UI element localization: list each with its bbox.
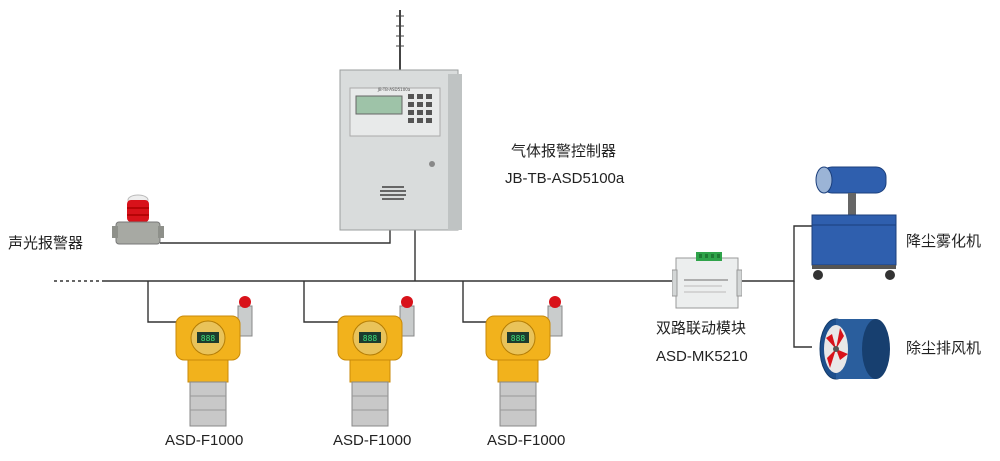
detector-1-link: [147, 281, 182, 323]
alarm-name-label: 声光报警器: [8, 235, 84, 252]
gas-alarm-controller: JB-TB-ASD5100a: [339, 10, 462, 231]
detector-1-model-label: ASD-F1000: [165, 432, 244, 449]
module-model-label: ASD-MK5210: [656, 348, 748, 365]
fan-blade-icon: [826, 328, 848, 368]
gas-detector: 888: [175, 296, 253, 427]
controller-name-label: 气体报警控制器: [511, 143, 617, 160]
module-name-label: 双路联动模块: [656, 320, 747, 337]
svg-text:888: 888: [511, 334, 526, 343]
detector-3-model-label: ASD-F1000: [487, 432, 566, 449]
audible-visual-alarm: [112, 194, 164, 245]
gas-detector: 888: [485, 296, 563, 427]
dust-exhaust-fan: [819, 318, 890, 380]
exhaust-fan-link: [793, 281, 812, 348]
fog-machine-name-label: 降尘雾化机: [906, 233, 982, 250]
exhaust-fan-name-label: 除尘排风机: [906, 340, 982, 357]
detector-2-model-label: ASD-F1000: [333, 432, 412, 449]
speaker-grill-icon: [380, 186, 406, 200]
dust-fog-machine: [811, 166, 897, 280]
fog-machine-link: [738, 225, 812, 282]
detector-2-link: [303, 281, 344, 323]
alarm-link-line: [160, 228, 391, 244]
controller-model-label: JB-TB-ASD5100a: [505, 170, 625, 187]
svg-text:888: 888: [201, 334, 216, 343]
svg-text:JB-TB-ASD5100a: JB-TB-ASD5100a: [377, 87, 411, 92]
detector-3-link: [462, 281, 492, 323]
gas-detector: 888: [337, 296, 415, 427]
dual-linkage-module: [672, 252, 742, 309]
svg-text:888: 888: [363, 334, 378, 343]
lock-icon: [429, 161, 435, 167]
lcd-screen: [355, 95, 403, 115]
